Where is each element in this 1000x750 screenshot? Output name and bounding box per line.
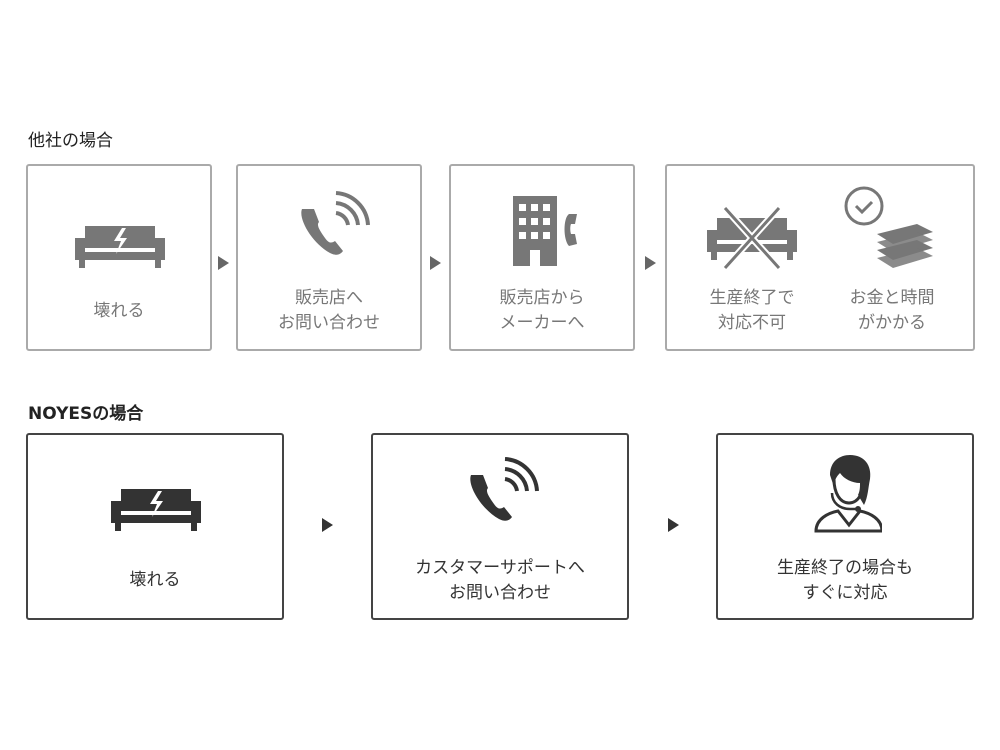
clock-money-icon — [844, 186, 933, 268]
arrow-right-icon — [430, 256, 441, 270]
step-label: 壊れる — [129, 570, 181, 590]
noyes-step-support: カスタマーサポートへ お問い合わせ — [371, 433, 629, 620]
competitor-heading: 他社の場合 — [28, 131, 113, 151]
arrow-right-icon — [645, 256, 656, 270]
competitor-step-shop-to-maker: 販売店から メーカーへ — [449, 164, 635, 351]
competitor-step-result: 生産終了で 対応不可 お金と時間 がかかる — [665, 164, 975, 351]
step-label: 生産終了の場合も すぐに対応 — [777, 558, 913, 603]
step-label: 販売店から メーカーへ — [499, 288, 585, 333]
noyes-heading: NOYESの場合 — [28, 404, 144, 424]
support-operator-icon — [814, 455, 882, 533]
step-label: 販売店へ お問い合わせ — [278, 288, 380, 333]
arrow-right-icon — [218, 256, 229, 270]
building-phone-icon — [513, 196, 577, 266]
noyes-step-quick-response: 生産終了の場合も すぐに対応 — [716, 433, 974, 620]
arrow-right-icon — [668, 518, 679, 532]
noyes-step-broken: 壊れる — [26, 433, 284, 620]
step-label: 壊れる — [93, 301, 145, 321]
phone-icon — [465, 457, 545, 527]
competitor-step-broken: 壊れる — [26, 164, 212, 351]
crossed-sofa-icon — [707, 206, 797, 270]
step-label: 生産終了で 対応不可 — [709, 288, 795, 333]
step-label: カスタマーサポートへ お問い合わせ — [415, 558, 585, 603]
broken-sofa-icon — [111, 485, 201, 531]
broken-sofa-icon — [75, 222, 165, 268]
competitor-step-contact-shop: 販売店へ お問い合わせ — [236, 164, 422, 351]
step-label: お金と時間 がかかる — [849, 288, 935, 333]
arrow-right-icon — [322, 518, 333, 532]
phone-icon — [296, 191, 376, 261]
